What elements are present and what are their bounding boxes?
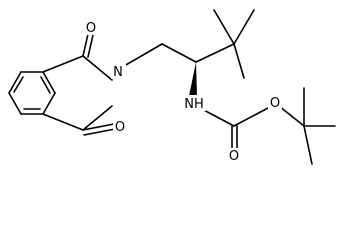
backbone-chain <box>123 9 255 79</box>
atom-o-top: O <box>84 20 98 36</box>
atom-nh-carbamate: NH <box>182 95 206 112</box>
stereo-wedge-bond <box>189 62 197 96</box>
svg-text:O: O <box>229 149 239 164</box>
svg-text:O: O <box>270 96 280 111</box>
carbamate-group <box>199 87 336 165</box>
atom-n-imide: N <box>111 63 126 80</box>
atom-o-carbonyl: O <box>227 148 241 164</box>
imide-ring <box>42 33 116 136</box>
svg-text:N: N <box>113 65 123 80</box>
chemical-structure: O N O NH O O <box>8 9 336 165</box>
atom-o-bottom: O <box>113 119 127 135</box>
atom-o-ester: O <box>268 95 282 111</box>
benzene-ring <box>8 71 56 115</box>
svg-text:O: O <box>86 21 96 36</box>
svg-text:O: O <box>115 120 125 135</box>
svg-text:NH: NH <box>184 97 204 112</box>
